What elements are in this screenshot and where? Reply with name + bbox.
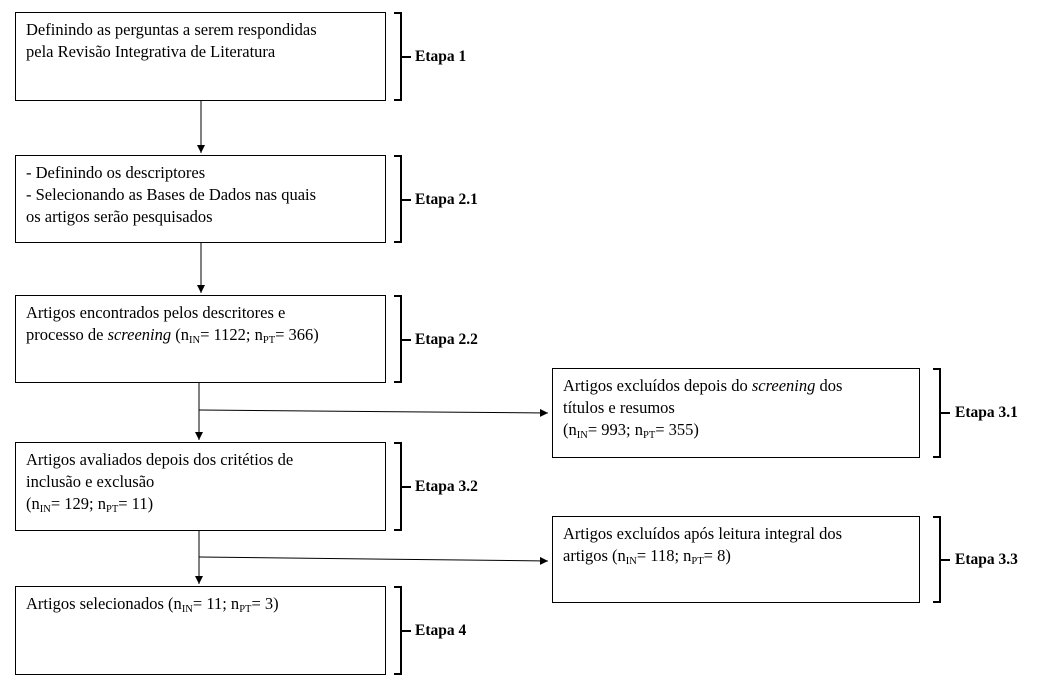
box-articles-found: Artigos encontrados pelos descritores e …	[15, 295, 386, 383]
box-text-line: Artigos excluídos após leitura integral …	[563, 524, 843, 543]
bracket-etapa-3-2	[394, 442, 402, 531]
bracket-etapa-2-2	[394, 295, 402, 383]
bracket-etapa-2-1	[394, 155, 402, 243]
stage-label-etapa-3-1: Etapa 3.1	[955, 404, 1018, 421]
box-text-line: Artigos excluídos depois do screening do…	[563, 376, 843, 395]
bracket-tick	[402, 630, 411, 632]
box-text-line: - Definindo os descriptores	[26, 163, 206, 182]
bracket-tick	[941, 559, 950, 561]
box-text-line: Artigos selecionados (nIN= 11; nPT= 3)	[26, 594, 279, 615]
stage-label-etapa-1: Etapa 1	[415, 48, 467, 65]
box-text-line: títulos e resumos	[563, 398, 675, 417]
box-excluded-screening: Artigos excluídos depois do screening do…	[552, 368, 920, 458]
box-text-line: Artigos encontrados pelos descritores e	[26, 303, 286, 322]
bracket-tick	[402, 199, 411, 201]
stage-label-etapa-3-3: Etapa 3.3	[955, 551, 1018, 568]
box-text-line: Artigos avaliados depois dos critétios d…	[26, 450, 294, 469]
bracket-tick	[941, 412, 950, 414]
box-text-line: inclusão e exclusão	[26, 472, 155, 491]
bracket-tick	[402, 486, 411, 488]
bracket-tick	[402, 56, 411, 58]
stage-label-etapa-4: Etapa 4	[415, 622, 467, 639]
bracket-tick	[402, 339, 411, 341]
box-articles-selected: Artigos selecionados (nIN= 11; nPT= 3)	[15, 586, 386, 675]
bracket-etapa-3-1	[933, 368, 941, 458]
bracket-etapa-4	[394, 586, 402, 675]
box-excluded-full-reading: Artigos excluídos após leitura integral …	[552, 516, 920, 603]
stage-label-etapa-2-2: Etapa 2.2	[415, 331, 478, 348]
box-text-line: pela Revisão Integrativa de Literatura	[26, 42, 276, 61]
box-text-line: (nIN= 129; nPT= 11)	[26, 494, 154, 515]
stage-label-etapa-2-1: Etapa 2.1	[415, 191, 478, 208]
box-text-line: - Selecionando as Bases de Dados nas qua…	[26, 185, 317, 204]
bracket-etapa-3-3	[933, 516, 941, 603]
box-text-line: os artigos serão pesquisados	[26, 207, 213, 226]
box-text-line: artigos (nIN= 118; nPT= 8)	[563, 546, 731, 567]
box-text-line: Definindo as perguntas a serem respondid…	[26, 20, 317, 39]
bracket-etapa-1	[394, 12, 402, 101]
stage-label-etapa-3-2: Etapa 3.2	[415, 478, 478, 495]
arrow-to-excluded-33	[198, 556, 549, 565]
box-descriptors: - Definindo os descriptores - Selecionan…	[15, 155, 386, 243]
arrow-to-excluded-31	[198, 408, 549, 417]
box-text-line: processo de screening (nIN= 1122; nPT= 3…	[26, 325, 319, 346]
box-research-questions: Definindo as perguntas a serem respondid…	[15, 12, 386, 101]
box-articles-evaluated: Artigos avaliados depois dos critétios d…	[15, 442, 386, 531]
box-text-line: (nIN= 993; nPT= 355)	[563, 420, 699, 441]
